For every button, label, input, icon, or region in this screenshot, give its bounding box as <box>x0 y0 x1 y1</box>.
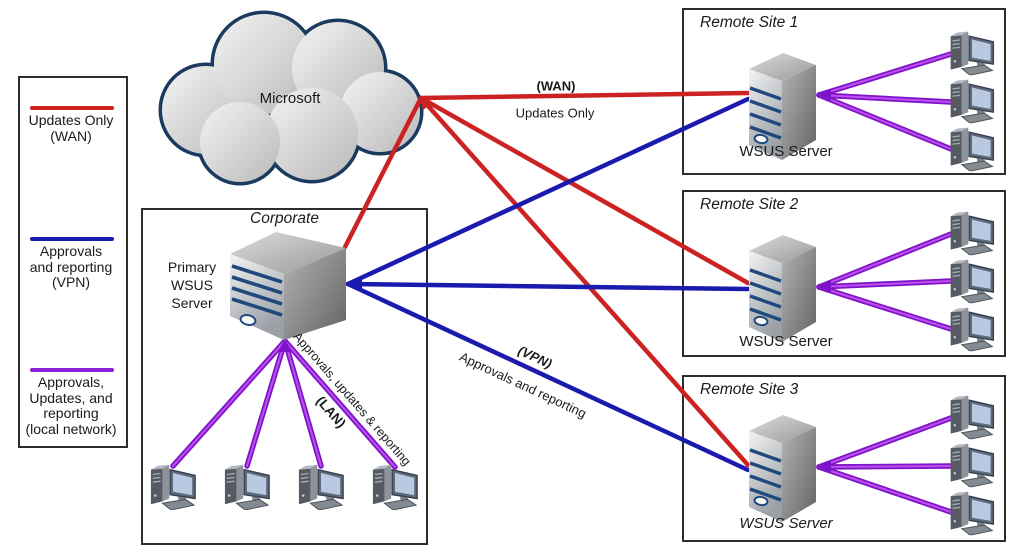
legend-box <box>18 76 128 448</box>
workstation-icon <box>220 462 274 510</box>
cloud-label: Microsoft <box>259 90 321 107</box>
legend-wan-line-icon <box>30 106 114 110</box>
workstation-icon <box>146 462 200 510</box>
workstation-icon <box>946 208 998 256</box>
wan-label: Updates Only <box>515 105 595 121</box>
workstation-icon <box>946 440 998 488</box>
remote-site-1-title: Remote Site 1 <box>700 14 799 31</box>
workstation-icon <box>946 304 998 352</box>
legend-vpn-label: Approvals <box>39 243 103 259</box>
workstation-icon <box>946 488 998 536</box>
workstation-icon <box>946 124 998 172</box>
primary-server-label: Primary WSUS Server <box>167 259 217 311</box>
remote-site-2-title: Remote Site 2 <box>700 196 799 213</box>
workstation-icon <box>946 76 998 124</box>
workstation-icon <box>946 392 998 440</box>
wsus-server-icon <box>742 410 822 525</box>
workstation-icon <box>946 256 998 304</box>
vpn-tag-label: (VPN) <box>515 342 555 372</box>
legend-lan-label: Approvals, <box>37 374 105 390</box>
remote-site-3-title: Remote Site 3 <box>700 381 799 398</box>
legend-wan-label: (WAN) <box>50 127 92 144</box>
site2-server-label: WSUS Server <box>739 333 833 350</box>
legend-wan-label: Updates Only <box>28 112 114 128</box>
legend-vpn-label: and reporting <box>29 258 113 275</box>
wsus-server-icon <box>742 230 822 345</box>
workstation-icon <box>294 462 348 510</box>
wan-tag-label: (WAN) <box>536 78 576 94</box>
workstation-icon <box>368 462 422 510</box>
legend-lan-line-icon <box>30 368 114 372</box>
site1-server-label: WSUS Server <box>739 143 833 160</box>
legend-vpn-label: (VPN) <box>51 274 91 290</box>
legend-vpn-line-icon <box>30 237 114 241</box>
legend: Updates Only (WAN) Approvals and reporti… <box>18 76 128 448</box>
site3-server-label: WSUS Server <box>739 515 833 532</box>
legend-lan-label: reporting <box>43 405 99 421</box>
legend-lan-label: Updates, and <box>29 389 113 406</box>
workstation-icon <box>946 28 998 76</box>
legend-lan-label: (local network) <box>25 420 117 437</box>
corporate-title: Corporate <box>250 210 319 227</box>
primary-wsus-server-icon <box>222 224 352 344</box>
